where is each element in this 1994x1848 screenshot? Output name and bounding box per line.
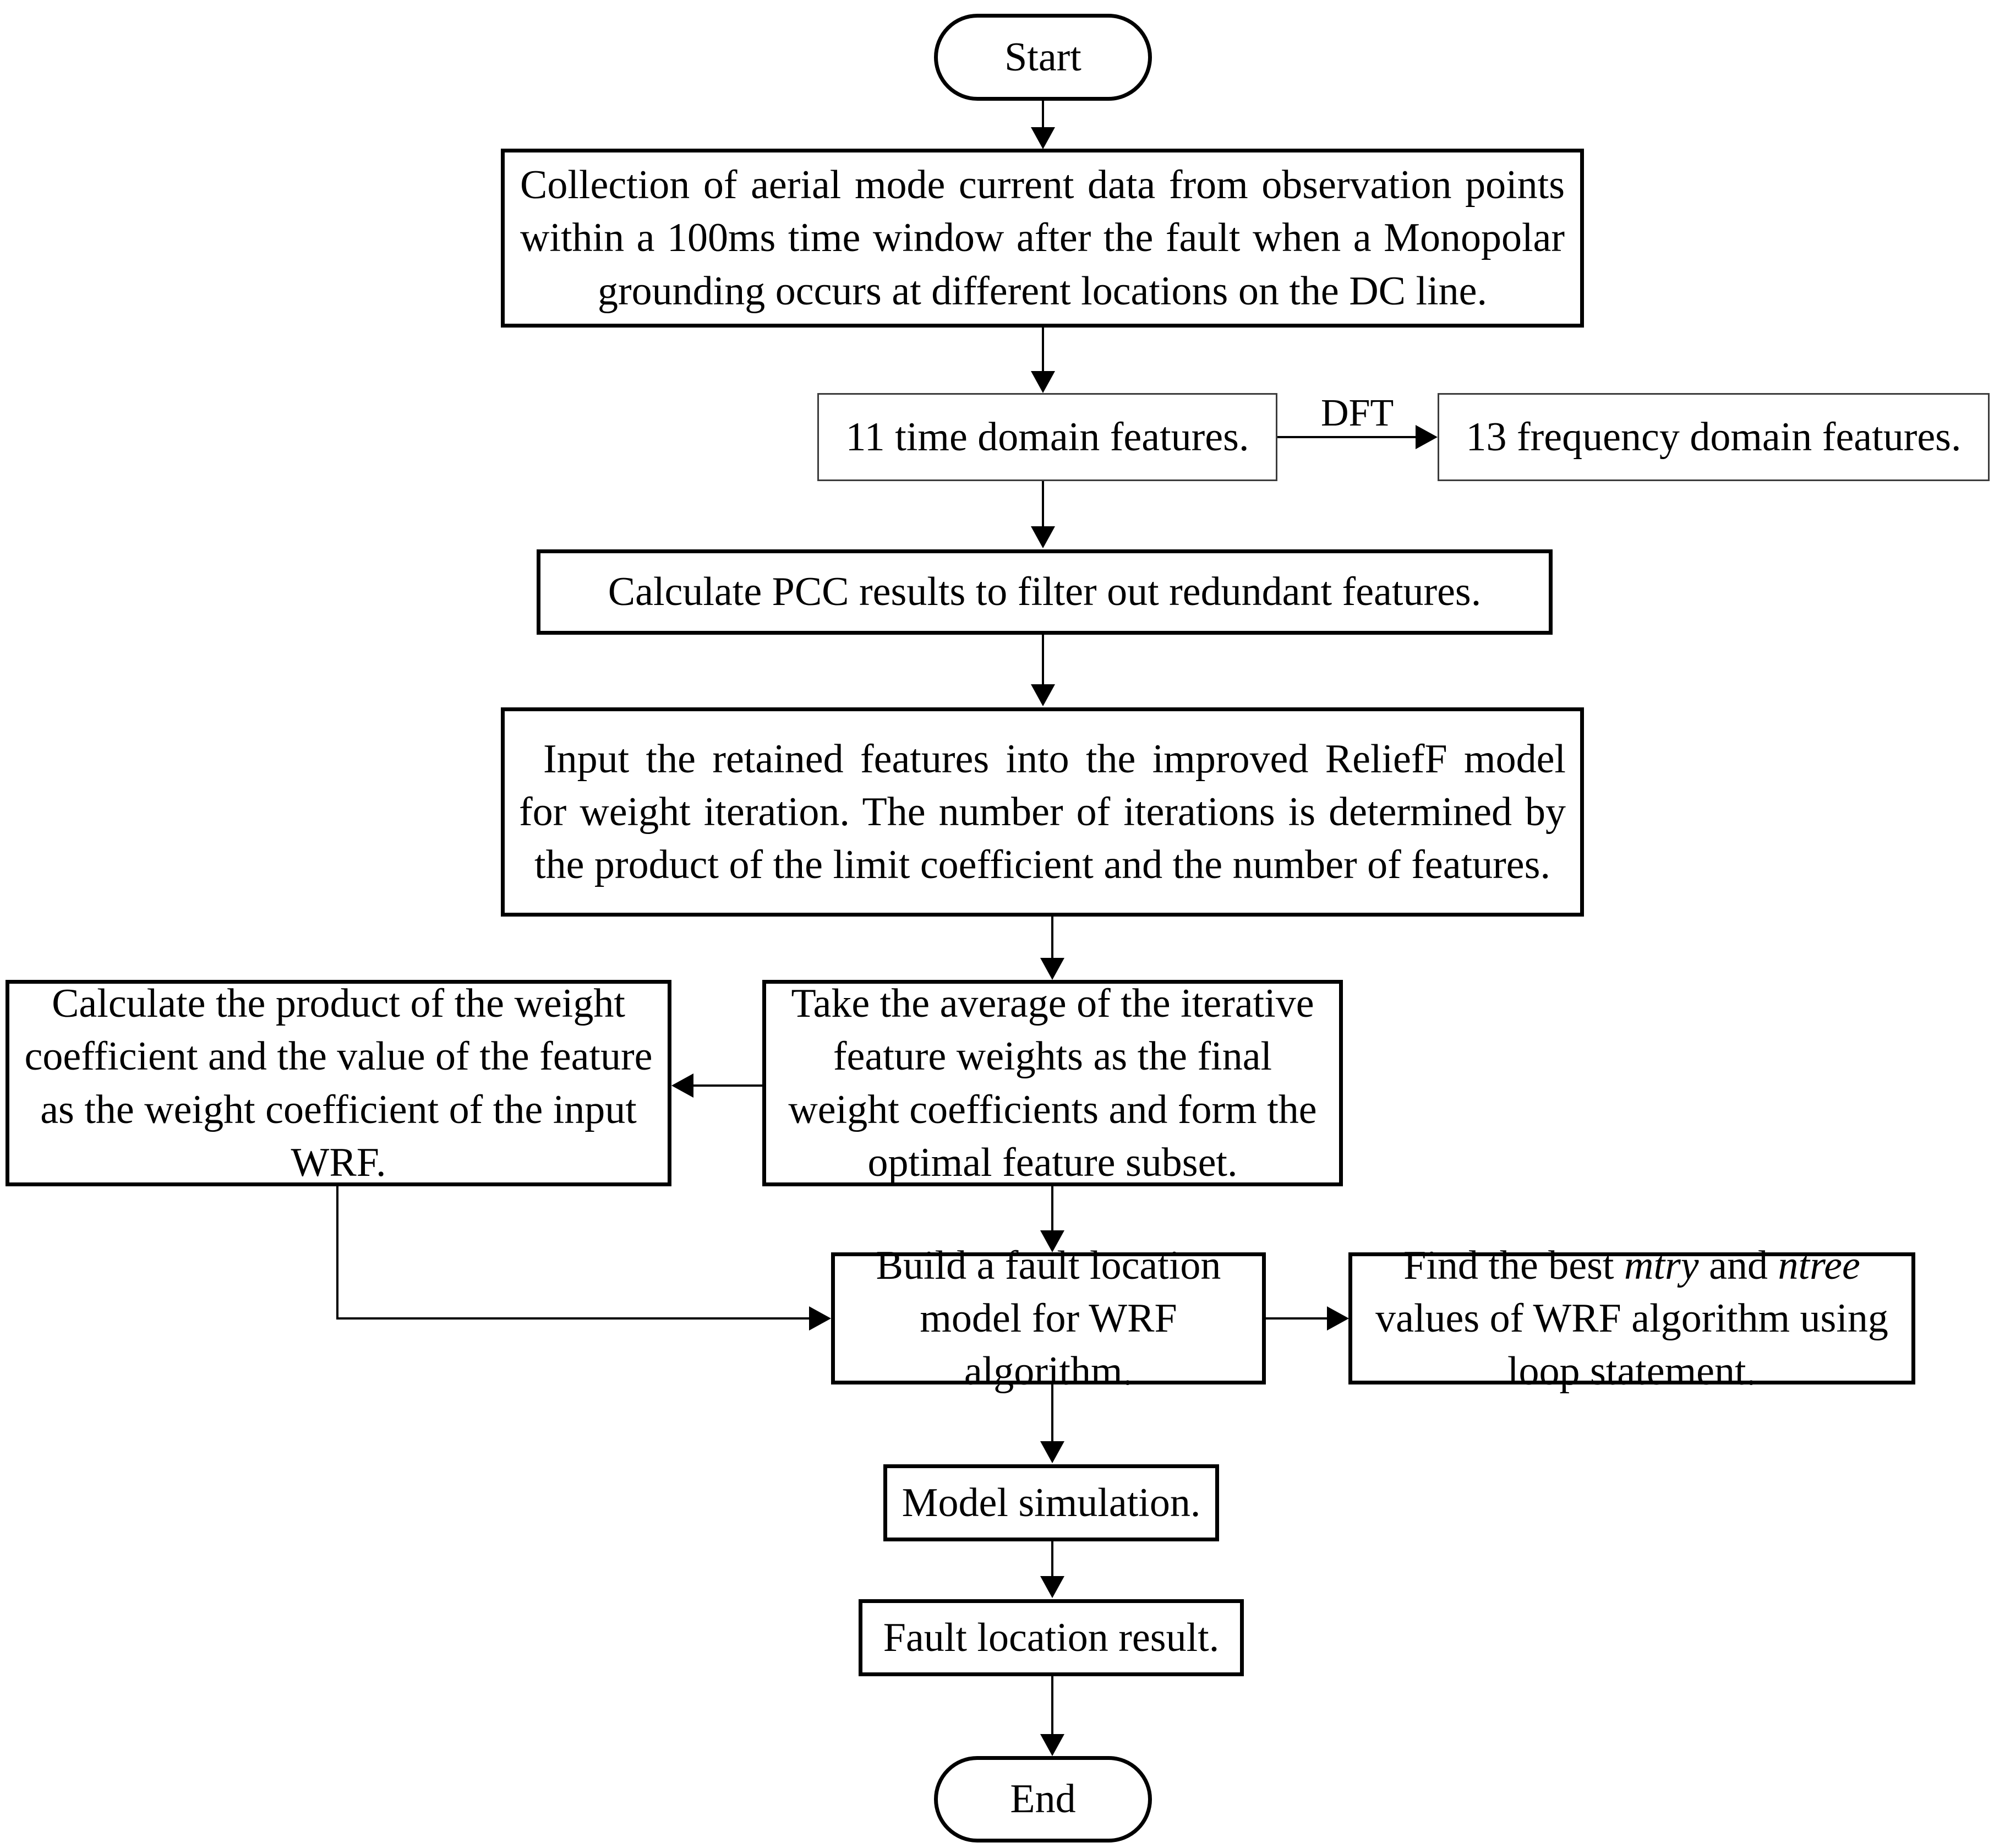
arrow-build-to-find [1327, 1306, 1349, 1331]
connector-weightproduct-right [336, 1317, 810, 1320]
arrow-average-to-build [1040, 1230, 1064, 1252]
node-weight-product-label: Calculate the product of the weight coef… [24, 981, 653, 1185]
connector-average-to-build [1051, 1186, 1053, 1232]
node-model-simulation[interactable]: Model simulation. [883, 1464, 1219, 1541]
node-collection[interactable]: Collection of aerial mode current data f… [501, 149, 1584, 328]
node-relieff-label: Input the retained features into the imp… [519, 736, 1566, 888]
node-time-features-label: 11 time domain features. [845, 414, 1249, 460]
node-find-best-label: Find the best mtry and ntree values of W… [1352, 1239, 1911, 1398]
arrow-collection-to-time [1031, 371, 1055, 393]
find-best-suffix: values of WRF algorithm using loop state… [1375, 1295, 1888, 1394]
node-start[interactable]: Start [934, 14, 1152, 101]
arrow-start-to-collection [1031, 127, 1055, 149]
node-find-best[interactable]: Find the best mtry and ntree values of W… [1348, 1243, 1915, 1394]
node-weight-product[interactable]: Calculate the product of the weight coef… [6, 980, 671, 1186]
find-best-prefix: Find the best [1403, 1242, 1624, 1288]
edge-label-dft: DFT [1321, 392, 1394, 434]
find-best-middle: and [1698, 1242, 1778, 1288]
arrow-pcc-to-relieff [1031, 684, 1055, 706]
node-model-simulation-label: Model simulation. [902, 1480, 1201, 1525]
node-build-model-label: Build a fault location model for WRF alg… [876, 1242, 1221, 1394]
node-end-label: End [1010, 1776, 1076, 1822]
connector-result-to-end [1051, 1676, 1053, 1736]
node-fault-result-label: Fault location result. [883, 1615, 1220, 1660]
node-average-weights-label: Take the average of the iterative featur… [788, 981, 1317, 1185]
find-best-mtry: mtry [1624, 1242, 1699, 1288]
find-best-ntree: ntree [1778, 1242, 1860, 1288]
node-freq-features[interactable]: 13 frequency domain features. [1438, 393, 1990, 481]
node-collection-label: Collection of aerial mode current data f… [520, 162, 1565, 314]
arrow-time-to-freq [1416, 425, 1438, 449]
connector-collection-to-time [1042, 328, 1044, 372]
connector-time-to-pcc [1042, 481, 1044, 527]
node-relieff[interactable]: Input the retained features into the imp… [501, 707, 1584, 917]
connector-weightproduct-down [336, 1186, 338, 1320]
arrow-time-to-pcc [1031, 526, 1055, 548]
arrow-average-to-weightproduct [671, 1073, 693, 1098]
node-pcc-label: Calculate PCC results to filter out redu… [608, 569, 1482, 615]
connector-pcc-to-relieff [1042, 635, 1044, 685]
connector-relieff-to-average [1051, 917, 1053, 960]
arrow-build-to-simulation [1040, 1441, 1064, 1463]
arrow-simulation-to-result [1040, 1576, 1064, 1598]
node-end[interactable]: End [934, 1756, 1152, 1842]
node-fault-result[interactable]: Fault location result. [859, 1599, 1244, 1676]
arrow-relieff-to-average [1040, 958, 1064, 980]
connector-build-to-find [1266, 1317, 1329, 1320]
connector-average-to-weightproduct [692, 1084, 763, 1087]
connector-build-to-simulation [1051, 1384, 1053, 1443]
connector-start-to-collection [1042, 101, 1044, 128]
node-time-features[interactable]: 11 time domain features. [817, 393, 1277, 481]
node-start-label: Start [1004, 34, 1081, 80]
node-average-weights[interactable]: Take the average of the iterative featur… [762, 980, 1343, 1186]
arrow-weightproduct-to-build [809, 1306, 831, 1331]
connector-simulation-to-result [1051, 1541, 1053, 1578]
node-pcc[interactable]: Calculate PCC results to filter out redu… [537, 549, 1553, 635]
connector-time-to-freq [1277, 436, 1418, 438]
node-freq-features-label: 13 frequency domain features. [1466, 414, 1962, 460]
arrow-result-to-end [1040, 1734, 1064, 1756]
node-build-model[interactable]: Build a fault location model for WRF alg… [831, 1243, 1266, 1394]
